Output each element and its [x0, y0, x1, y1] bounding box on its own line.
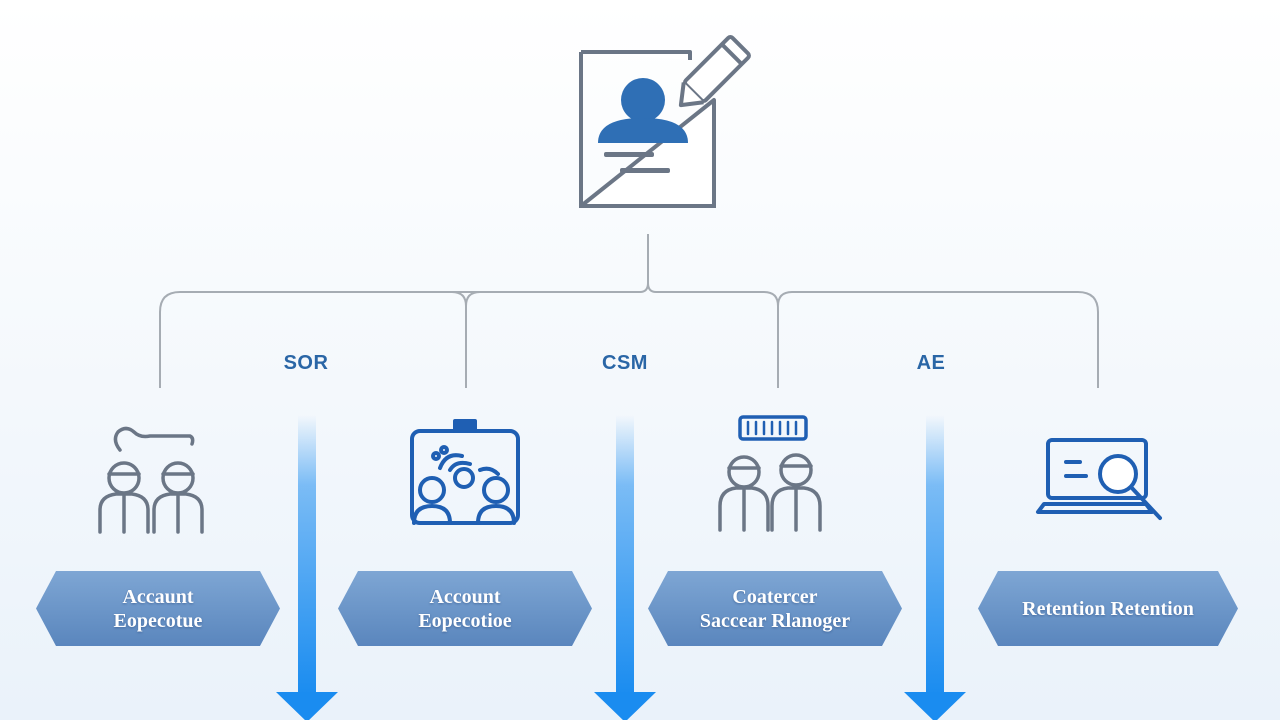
banner-2-line-1: Account — [429, 585, 501, 608]
role-label-csm: CSM — [602, 352, 648, 374]
banner-1-line-2: Eopecotue — [113, 609, 203, 632]
connector-branch-3b — [777, 291, 793, 307]
flow-arrow-1 — [276, 415, 338, 720]
connector-stem — [639, 234, 649, 293]
connector-branch-2b — [451, 291, 467, 307]
banner-account-executive-1: Accaunt Eopecotue — [36, 571, 280, 646]
banner-customer-success-manager: Coatercer Saccear Rlanoger — [648, 571, 902, 646]
connector-branch-1 — [159, 291, 640, 388]
flow-arrow-2 — [594, 415, 656, 720]
flow-arrow-3 — [904, 415, 966, 720]
contact-form-edit-icon — [579, 35, 751, 208]
role-label-sor: SOR — [283, 352, 329, 374]
team-two-people-badge-icon — [718, 415, 822, 532]
banner-3-line-1: Coatercer — [732, 585, 818, 608]
connector-branch-2 — [465, 291, 481, 388]
connector-stem-right — [647, 282, 657, 293]
banner-2-line-2: Eopecotioe — [418, 609, 512, 632]
banner-3-line-2: Saccear Rlanoger — [699, 609, 851, 632]
banner-4-line-1: Retention Retention — [1022, 597, 1194, 620]
connector-branch-3 — [656, 291, 779, 388]
banner-retention: Retention Retention — [978, 571, 1238, 646]
connector-lines — [159, 234, 1099, 388]
banner-account-executive-2: Account Eopecotioe — [338, 571, 592, 646]
banner-1-line-1: Accaunt — [122, 585, 194, 608]
role-label-ae: AE — [916, 352, 946, 374]
connector-branch-4 — [792, 291, 1099, 388]
laptop-search-icon — [1036, 438, 1162, 520]
team-two-people-icon — [98, 426, 204, 534]
team-meeting-board-icon — [410, 419, 520, 525]
